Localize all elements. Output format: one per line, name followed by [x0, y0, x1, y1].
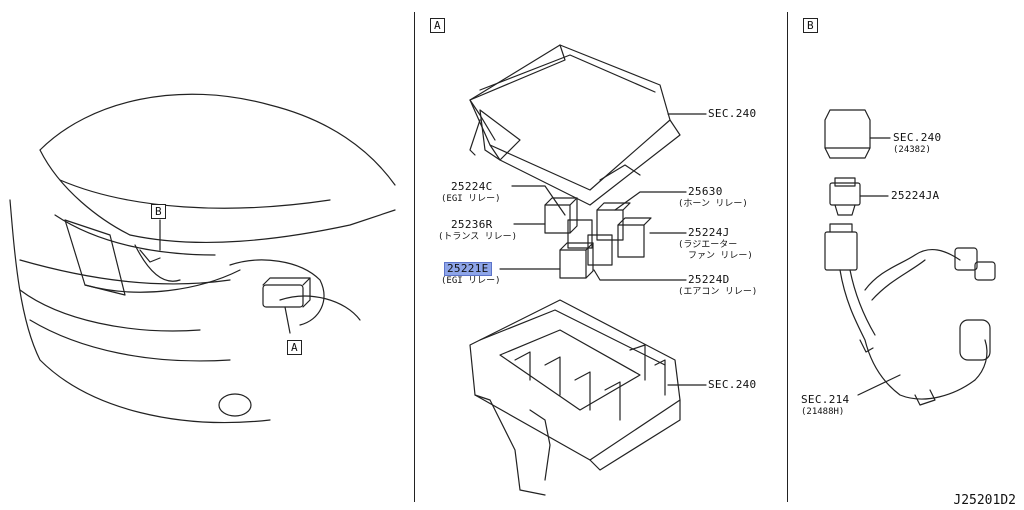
label-25236r-sub: (トランス リレー): [438, 232, 518, 242]
label-25224j: 25224J: [688, 226, 730, 239]
label-25236r: 25236R: [451, 218, 493, 231]
label-25224ja: 25224JA: [891, 189, 940, 202]
label-25221e-sub: (EGI リレー): [441, 276, 501, 286]
label-25224c-sub: (EGI リレー): [441, 194, 501, 204]
label-25224c: 25224C: [451, 180, 493, 193]
section-b-harness: [824, 223, 996, 406]
section-b-tag: B: [803, 18, 818, 33]
callout-a-car: A: [287, 340, 302, 355]
label-sec214-sub: (21488H): [801, 407, 845, 417]
label-25224d: 25224D: [688, 273, 730, 286]
label-sec240-top: SEC.240: [708, 107, 757, 120]
divider-b: [787, 12, 788, 502]
section-b-connector: [829, 177, 889, 216]
label-sec240-bottom: SEC.240: [708, 378, 757, 391]
fuse-box-base: [469, 299, 681, 496]
label-25221e-highlighted[interactable]: 25221E: [444, 262, 492, 276]
label-25630-sub: (ホーン リレー): [678, 199, 748, 209]
callout-b-car: B: [151, 204, 166, 219]
label-25224j-sub2: ファン リレー): [688, 251, 753, 261]
drawing-code: J25201D2: [953, 493, 1016, 508]
label-25224d-sub: (エアコン リレー): [678, 287, 758, 297]
fuse-box-cover: [469, 44, 681, 206]
label-b-sec240-sub: (24382): [893, 145, 931, 155]
label-b-sec240: SEC.240: [893, 131, 942, 144]
relay-cluster: [544, 197, 652, 279]
section-b-relay: [824, 109, 891, 159]
label-sec214: SEC.214: [801, 393, 850, 406]
label-25630: 25630: [688, 185, 723, 198]
car-front-illustration: [9, 93, 396, 424]
leader-lines-a: [499, 113, 707, 386]
divider-a: [414, 12, 415, 502]
label-25224j-sub1: (ラジエーター: [678, 240, 738, 250]
section-a-tag: A: [430, 18, 445, 33]
